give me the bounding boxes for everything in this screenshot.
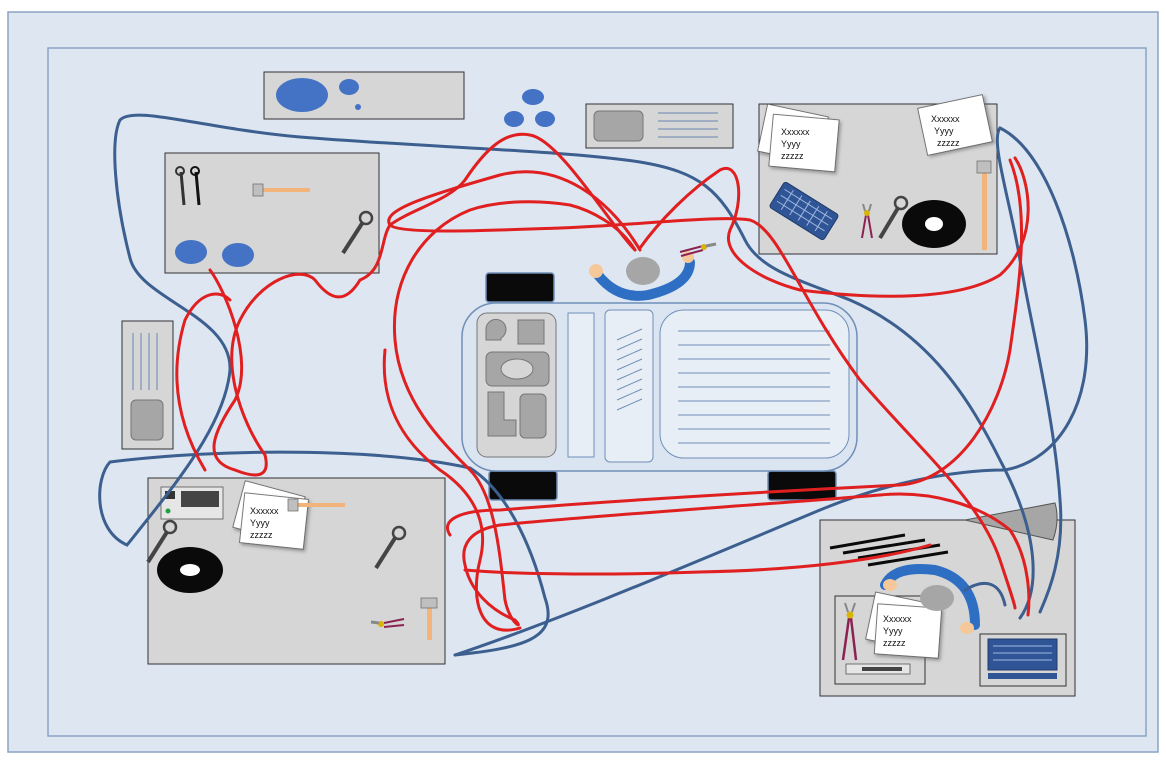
document-stack: Xxxxxx Yyyy zzzzz (865, 591, 943, 659)
keyboard-icon (769, 181, 839, 241)
document-line: Yyyy (781, 139, 801, 149)
car-top-view (461, 272, 858, 501)
round-part (175, 240, 207, 264)
pliers-icon (841, 602, 858, 661)
round-part (339, 79, 359, 95)
storage-shelf-left (121, 320, 174, 450)
document-line: zzzzz (250, 530, 273, 540)
funnel-icon (964, 502, 1058, 541)
hammer-icon (420, 597, 438, 640)
spanner-icon (878, 195, 909, 240)
hammer-icon (976, 160, 992, 250)
loose-parts (504, 89, 555, 127)
workbench-bottom-left: Xxxxxx Yyyy zzzzz (146, 477, 446, 665)
document-stack: Xxxxxx Yyyy zzzzz (917, 94, 993, 156)
spanner-icon (146, 519, 178, 564)
document-line: zzzzz (937, 138, 960, 148)
wrench-icon (175, 166, 201, 206)
workbench-bottom-right: Xxxxxx Yyyy zzzzz (819, 502, 1076, 697)
workbench-top-left (164, 152, 380, 274)
document-line: Xxxxxx (931, 114, 960, 124)
round-part (222, 243, 254, 267)
pliers-icon (861, 203, 873, 239)
car-tire (485, 272, 555, 303)
document-line: Yyyy (934, 126, 954, 136)
laptop-icon (979, 633, 1067, 687)
document-line: zzzzz (781, 151, 804, 161)
tire-icon (902, 200, 966, 248)
document-line: zzzzz (883, 638, 906, 648)
worker-movement-paths (175, 132, 1031, 632)
storage-shelf-top-right (585, 103, 734, 149)
car-tire (767, 470, 837, 501)
windshield (567, 312, 595, 458)
spanner-icon (374, 525, 407, 570)
tire-icon (157, 547, 223, 593)
document-line: Xxxxxx (250, 506, 279, 516)
car-roof (604, 309, 654, 463)
round-part (276, 78, 328, 112)
worker-icon (880, 564, 980, 634)
parts-shelf-top (263, 71, 465, 120)
worker-icon (589, 242, 717, 301)
material-flow-paths (98, 113, 1089, 657)
document-line: Yyyy (883, 626, 903, 636)
document-stack: Xxxxxx Yyyy zzzzz (232, 480, 309, 550)
round-part (355, 104, 361, 110)
pliers-icon (370, 618, 405, 628)
document-line: Yyyy (250, 518, 270, 528)
document-line: Xxxxxx (883, 614, 912, 624)
spanner-icon (341, 210, 374, 255)
hammer-icon (287, 498, 345, 512)
machine-icon (160, 486, 224, 520)
document-stack: Xxxxxx Yyyy zzzzz (757, 103, 840, 173)
hammer-icon (252, 183, 310, 197)
cargo-area (659, 309, 850, 459)
document-line: Xxxxxx (781, 127, 810, 137)
workbench-top-right: Xxxxxx Yyyy zzzzz Xxxxxx Yyyy zzzzz (757, 94, 998, 255)
